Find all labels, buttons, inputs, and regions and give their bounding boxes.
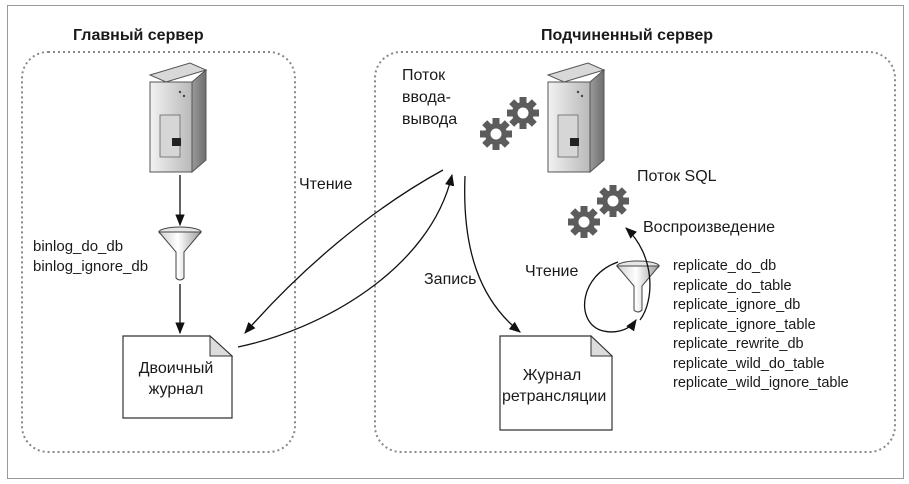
master-funnel-icon <box>157 226 203 281</box>
io-thread-label-line: ввода- <box>402 89 451 106</box>
relay-log-label: Журнал ретрансляции <box>502 365 607 407</box>
binlog-label-line: Двоичный <box>138 360 214 377</box>
sql-thread-label: Поток SQL <box>637 168 717 185</box>
master-filter-item: binlog_ignore_db <box>33 257 149 275</box>
master-title: Главный сервер <box>73 27 204 44</box>
binlog-label: Двоичный журнал <box>128 358 224 400</box>
slave-funnel-icon <box>615 260 661 313</box>
read-master-label: Чтение <box>299 176 353 193</box>
slave-filter-item: replicate_do_table <box>673 277 792 294</box>
write-relay-label: Запись <box>424 271 477 288</box>
master-group-box <box>21 51 296 453</box>
master-filter-item: binlog_do_db <box>33 238 124 255</box>
master-filter-list: binlog_do_db binlog_ignore_db <box>33 237 148 276</box>
sql-thread-gears-icon <box>568 185 629 238</box>
slave-filter-item: replicate_wild_do_table <box>673 355 825 372</box>
io-thread-label-line: Поток <box>402 67 446 84</box>
diagram-frame <box>7 5 904 479</box>
relay-log-document-icon <box>499 334 614 431</box>
binlog-document-icon <box>122 334 234 419</box>
slave-filter-list: replicate_do_db replicate_do_table repli… <box>673 257 849 394</box>
sql-read-relay-arrow <box>584 261 637 333</box>
slave-group-box <box>374 51 896 453</box>
io-thread-gears-icon <box>480 97 539 150</box>
master-server-icon <box>148 62 208 174</box>
relay-log-label-line: Журнал <box>522 367 582 384</box>
slave-filter-item: replicate_wild_ignore_table <box>673 375 849 391</box>
replay-label: Воспроизведение <box>643 219 776 236</box>
write-relay-arrow <box>464 175 521 333</box>
sql-replay-arrow <box>625 227 651 321</box>
io-thread-label-line: вывода <box>402 111 458 128</box>
relay-log-label-line: ретрансляции <box>502 388 607 405</box>
slave-filter-item: replicate_ignore_db <box>673 297 801 313</box>
slave-filter-item: replicate_do_db <box>673 258 777 274</box>
io-thread-label: Поток ввода- вывода <box>402 65 457 131</box>
read-relay-label: Чтение <box>525 263 579 280</box>
binlog-to-io-arrow <box>237 173 455 348</box>
slave-title: Подчиненный сервер <box>541 27 714 44</box>
slave-filter-item: replicate_rewrite_db <box>673 336 804 352</box>
binlog-label-line: журнал <box>148 381 204 398</box>
slave-filter-item: replicate_ignore_table <box>673 316 816 333</box>
slave-server-icon <box>546 62 606 174</box>
io-read-binlog-arrow <box>244 169 444 334</box>
